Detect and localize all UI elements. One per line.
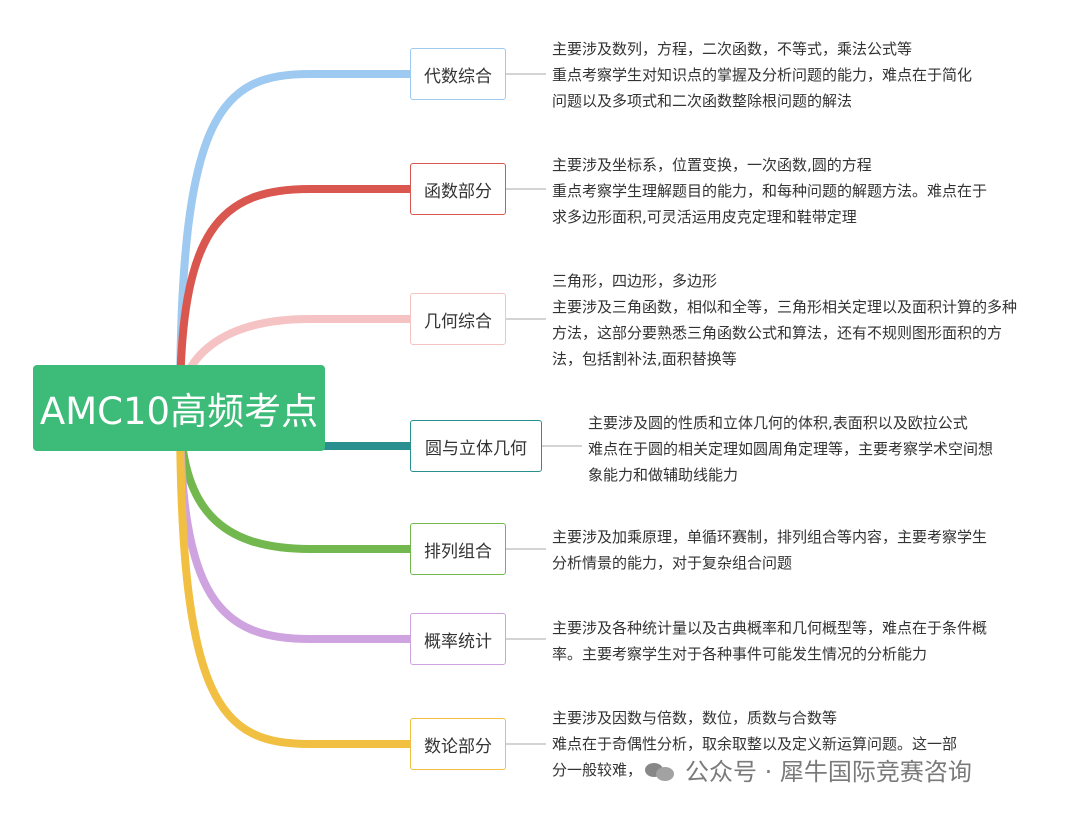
topic-4-line-0: 主要涉及加乘原理，单循环赛制，排列组合等内容，主要考察学生: [552, 528, 988, 546]
topic-1-line-0: 主要涉及坐标系，位置变换，一次函数,圆的方程: [552, 156, 872, 174]
watermark-text: 公众号 · 犀牛国际竞赛咨询: [685, 758, 972, 786]
topic-0-line-2: 问题以及多项式和二次函数整除根问题的解法: [552, 92, 853, 110]
topic-6-label: 数论部分: [424, 736, 492, 757]
topic-6-node[interactable]: 数论部分: [410, 718, 506, 770]
topic-6-description: 主要涉及因数与倍数，数位，质数与合数等 难点在于奇偶性分析，取余取整以及定义新运…: [552, 705, 957, 783]
topic-2-node[interactable]: 几何综合: [410, 293, 506, 345]
topic-1-line-1: 重点考察学生理解题目的能力，和每种问题的解题方法。难点在于: [552, 182, 988, 200]
wechat-icon: [645, 759, 675, 781]
topic-3-node[interactable]: 圆与立体几何: [410, 420, 542, 472]
topic-5-node[interactable]: 概率统计: [410, 613, 506, 665]
topic-1-label: 函数部分: [424, 181, 492, 202]
root-label: AMC10高频考点: [39, 390, 319, 433]
topic-1-line-2: 求多边形面积,可灵活运用皮克定理和鞋带定理: [552, 208, 857, 226]
topic-3-description: 主要涉及圆的性质和立体几何的体积,表面积以及欧拉公式 难点在于圆的相关定理如圆周…: [588, 410, 993, 488]
topic-1-node[interactable]: 函数部分: [410, 163, 506, 215]
topic-4-line-1: 分析情景的能力，对于复杂组合问题: [552, 554, 793, 572]
topic-2-line-2: 方法，这部分要熟悉三角函数公式和算法，还有不规则图形面积的方: [552, 324, 1003, 342]
topic-2-description: 三角形，四边形，多边形 主要涉及三角函数，相似和全等，三角形相关定理以及面积计算…: [552, 268, 1017, 372]
topic-5-line-1: 率。主要考察学生对于各种事件可能发生情况的分析能力: [552, 645, 928, 663]
branch-link-6: [176, 403, 414, 748]
watermark: 公众号 · 犀牛国际竞赛咨询: [645, 752, 972, 787]
branch-link-0: [176, 70, 414, 411]
topic-0-line-0: 主要涉及数列，方程，二次函数，不等式，乘法公式等: [552, 40, 913, 58]
topic-6-line-2: 分一般较难，: [552, 761, 643, 779]
topic-4-label: 排列组合: [424, 541, 492, 562]
topic-0-line-1: 重点考察学生对知识点的掌握及分析问题的能力，难点在于简化: [552, 66, 973, 84]
topic-0-description: 主要涉及数列，方程，二次函数，不等式，乘法公式等 重点考察学生对知识点的掌握及分…: [552, 36, 972, 114]
topic-5-description: 主要涉及各种统计量以及古典概率和几何概型等，难点在于条件概 率。主要考察学生对于…: [552, 615, 987, 667]
topic-1-description: 主要涉及坐标系，位置变换，一次函数,圆的方程 重点考察学生理解题目的能力，和每种…: [552, 152, 987, 230]
root-node[interactable]: AMC10高频考点: [33, 365, 325, 451]
topic-3-line-2: 象能力和做辅助线能力: [588, 466, 739, 484]
topic-2-label: 几何综合: [424, 311, 492, 332]
topic-2-line-1: 主要涉及三角函数，相似和全等，三角形相关定理以及面积计算的多种: [552, 298, 1018, 316]
topic-0-label: 代数综合: [424, 66, 492, 87]
topic-5-line-0: 主要涉及各种统计量以及古典概率和几何概型等，难点在于条件概: [552, 619, 988, 637]
topic-6-line-0: 主要涉及因数与倍数，数位，质数与合数等: [552, 709, 838, 727]
topic-3-line-0: 主要涉及圆的性质和立体几何的体积,表面积以及欧拉公式: [588, 414, 968, 432]
branch-link-1: [176, 185, 414, 411]
topic-3-label: 圆与立体几何: [425, 438, 527, 459]
topic-2-line-3: 法，包括割补法,面积替换等: [552, 350, 737, 368]
topic-4-node[interactable]: 排列组合: [410, 523, 506, 575]
topic-6-line-1: 难点在于奇偶性分析，取余取整以及定义新运算问题。这一部: [552, 735, 958, 753]
topic-4-description: 主要涉及加乘原理，单循环赛制，排列组合等内容，主要考察学生 分析情景的能力，对于…: [552, 524, 987, 576]
topic-2-line-0: 三角形，四边形，多边形: [552, 272, 718, 290]
topic-0-node[interactable]: 代数综合: [410, 48, 506, 100]
topic-3-line-1: 难点在于圆的相关定理如圆周角定理等，主要考察学术空间想: [588, 440, 994, 458]
topic-5-label: 概率统计: [424, 631, 492, 652]
